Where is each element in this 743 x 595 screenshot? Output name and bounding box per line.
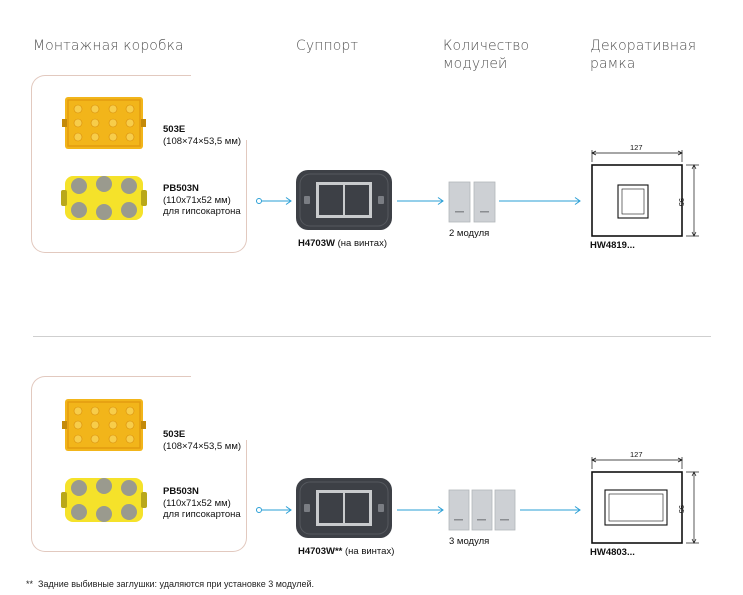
header-box: Монтажная коробка [33,38,184,54]
box-group-corner [190,140,247,253]
frame-hw4803-label: HW4803... [590,547,635,559]
modules-2-label: 2 модуля [449,228,490,239]
arrow-modules-to-frame [499,197,581,205]
box-group-outline [31,75,191,253]
box-503e-code: 503E [163,124,186,135]
box-pb503n-image [61,176,147,220]
box-pb503n-code: PB503N [163,183,199,194]
arrow-support-to-modules [397,197,444,205]
support-h4703w-code: H4703W [298,238,335,249]
modules-3-label: 3 модуля [449,536,490,547]
box-503e-image-2 [62,399,146,451]
arrow-support-to-modules-2 [397,506,444,514]
footnote: ** Задние выбивные заглушки: удаляются п… [26,579,314,589]
support-h4703w-image [296,170,392,230]
support-h4703w-code-2: H4703W** [298,546,343,557]
box-503e-dims-2: (108×74×53,5 мм) [163,440,242,452]
arrow-box-to-support [256,197,292,205]
arrow-modules-to-frame-2 [520,506,581,514]
box-pb503n-dims: (110x71x52 мм) [163,194,231,206]
arrow-box-to-support-2 [256,506,292,514]
box-503e-code-2: 503E [163,429,186,440]
box-503e-label-2: 503E (108×74×53,5 мм) [163,429,241,452]
box-503e-dims: (108×74×53,5 мм) [163,135,242,147]
frame-hw4819-drawing [591,150,699,237]
box-pb503n-desc: для гипсокартона [163,206,241,217]
box-503e-label: 503E (108×74×53,5 мм) [163,124,241,147]
box-group-corner-2 [190,440,247,552]
support-h4703w-label-2: H4703W** (на винтах) [298,546,394,558]
support-h4703w-label: H4703W (на винтах) [298,238,387,250]
frame-hw4803-drawing [591,457,699,544]
box-pb503n-image-2 [61,478,147,522]
header-support: Суппорт [296,38,359,54]
footnote-mark: ** [26,579,34,589]
header-frame: Декоративная рамка [590,38,697,72]
modules-3-image [448,489,516,531]
box-pb503n-dims-2: (110x71x52 мм) [163,497,231,509]
frame-hw4819-label: HW4819... [590,240,635,252]
frame-hw4819-height: 95 [677,198,686,207]
box-503e-image [62,97,146,149]
support-h4703w-note-2: (на винтах) [345,546,395,557]
footnote-text: Задние выбивные заглушки: удаляются при … [38,579,315,589]
modules-2-image [448,181,496,223]
section-divider [33,336,711,337]
header-modules: Количество модулей [443,38,530,72]
support-h4703w-note: (на винтах) [337,238,387,249]
box-pb503n-label: PB503N (110x71x52 мм) для гипсокартона [163,183,241,218]
frame-hw4819-code: HW4819... [590,240,635,251]
support-h4703w-image-2 [296,478,392,538]
box-pb503n-label-2: PB503N (110x71x52 мм) для гипсокартона [163,486,241,521]
frame-hw4803-width: 127 [630,450,643,459]
frame-hw4803-height: 95 [677,505,686,514]
box-pb503n-code-2: PB503N [163,486,199,497]
box-pb503n-desc-2: для гипсокартона [163,509,241,520]
box-group-outline-2 [31,376,191,552]
frame-hw4803-code: HW4803... [590,547,635,558]
frame-hw4819-width: 127 [630,143,643,152]
